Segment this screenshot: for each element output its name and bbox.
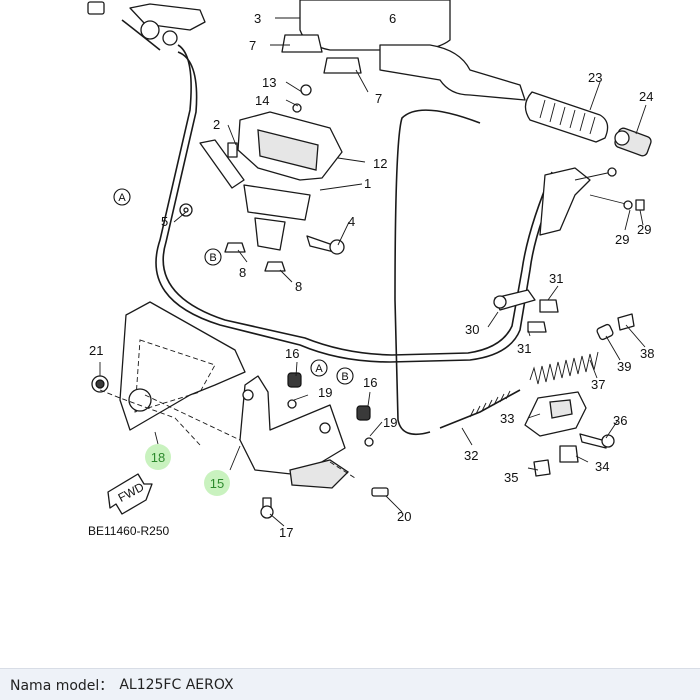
highlight-15-badge xyxy=(204,470,230,496)
part-number-label: 16 xyxy=(363,375,377,390)
cables xyxy=(121,19,561,436)
diagram-svg: FWD A A B B 2 3 6 7 7 13 14 12 1 4 5 8 8… xyxy=(87,0,654,540)
part-number-label: 37 xyxy=(591,377,605,392)
lower-bracket-part xyxy=(524,391,615,477)
highlight-18-label: 18 xyxy=(151,450,165,465)
handle-holder-part xyxy=(199,111,343,251)
part-number-label: 5 xyxy=(161,214,168,229)
front-cover-part xyxy=(239,372,389,519)
part-number-label: 4 xyxy=(348,214,355,229)
part-number-label: 16 xyxy=(285,346,299,361)
part-number-label: 30 xyxy=(465,322,479,337)
ref-marker-a-2 xyxy=(310,359,328,377)
highlight-18-badge xyxy=(145,444,171,470)
ref-marker-b-1 xyxy=(204,248,222,266)
model-footer: Nama model： AL125FC AEROX xyxy=(0,668,700,700)
ref-marker-a-1-label: A xyxy=(118,192,126,204)
model-name: AL125FC AEROX xyxy=(119,676,234,693)
part-number-label: 39 xyxy=(617,359,631,374)
model-label: Nama model： xyxy=(10,677,114,694)
part-number-labels: 2 3 6 7 7 13 14 12 1 4 5 8 8 23 24 29 29… xyxy=(89,11,654,540)
throttle-housing-part xyxy=(539,167,645,236)
highlight-15-label: 15 xyxy=(210,476,224,491)
grip-part xyxy=(524,91,609,143)
part-number-label: 19 xyxy=(318,385,332,400)
ref-marker-a-1 xyxy=(113,188,131,206)
bracket-part xyxy=(493,289,559,333)
part-number-label: 3 xyxy=(254,11,261,26)
part-number-label: 24 xyxy=(639,89,653,104)
ref-markers: A A B B xyxy=(113,188,354,385)
part-number-label: 7 xyxy=(375,91,382,106)
part-number-label: 2 xyxy=(213,117,220,132)
spring-part xyxy=(529,313,635,385)
fwd-arrow: FWD xyxy=(107,473,153,515)
part-number-label: 35 xyxy=(504,470,518,485)
part-number-label: 12 xyxy=(373,156,387,171)
part-number-label: 8 xyxy=(295,279,302,294)
part-number-label: 38 xyxy=(640,346,654,361)
part-number-label: 1 xyxy=(364,176,371,191)
part-number-label: 7 xyxy=(249,38,256,53)
part-number-label: 14 xyxy=(255,93,269,108)
ref-marker-b-2 xyxy=(336,367,354,385)
part-number-label: 31 xyxy=(549,271,563,286)
part-number-label: 29 xyxy=(637,222,651,237)
part-number-label: 19 xyxy=(383,415,397,430)
part-number-label: 21 xyxy=(89,343,103,358)
part-number-label: 34 xyxy=(595,459,609,474)
part-number-label: 6 xyxy=(389,11,396,26)
part-number-label: 8 xyxy=(239,265,246,280)
drawing-code: BE11460-R250 xyxy=(88,524,169,538)
part-number-label: 13 xyxy=(262,75,276,90)
ref-marker-a-2-label: A xyxy=(315,363,323,375)
bar-end-part xyxy=(614,127,652,157)
part-number-label: 17 xyxy=(279,525,293,540)
part-number-label: 23 xyxy=(588,70,602,85)
leader-lines xyxy=(99,17,647,527)
part-number-label: 20 xyxy=(397,509,411,524)
highlighted-labels: 18 15 xyxy=(145,444,230,496)
part-number-label: 33 xyxy=(500,411,514,426)
ref-marker-b-2-label: B xyxy=(341,371,348,383)
part-number-label: 32 xyxy=(464,448,478,463)
parts-diagram: FWD A A B B 2 3 6 7 7 13 14 12 1 4 5 8 8… xyxy=(87,0,655,540)
ref-marker-b-1-label: B xyxy=(209,252,216,264)
handlebar-drawing xyxy=(87,0,652,272)
part-number-label: 36 xyxy=(613,413,627,428)
part-number-label: 29 xyxy=(615,232,629,247)
visor-part xyxy=(91,301,246,431)
part-number-label: 31 xyxy=(517,341,531,356)
